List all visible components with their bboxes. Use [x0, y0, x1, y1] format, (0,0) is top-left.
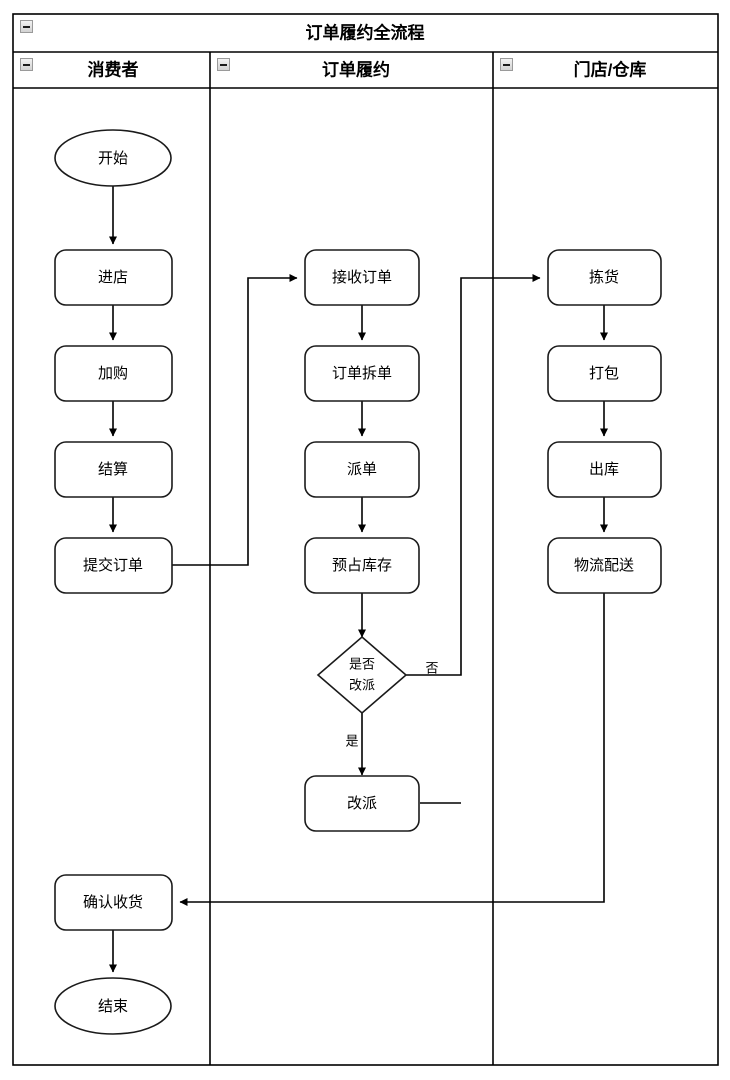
node-pack[interactable] [547, 345, 662, 402]
node-redispatch-decision-label-line1: 是否 [349, 656, 375, 671]
node-delivery[interactable] [547, 537, 662, 594]
node-enter-store-label: 进店 [98, 269, 128, 286]
node-start[interactable] [54, 129, 172, 187]
lane-title-fulfillment: 订单履约 [322, 59, 390, 79]
node-checkout-label: 结算 [98, 460, 128, 478]
node-start-label: 开始 [98, 150, 128, 167]
edge-decision-no-to-pick [406, 274, 541, 676]
edge-submit-order-to-receive-order [172, 274, 298, 566]
pool-title: 订单履约全流程 [306, 22, 425, 42]
pool-frame [12, 13, 719, 1066]
node-split-order-label: 订单拆单 [332, 365, 392, 382]
lane-collapse-icon-consumer[interactable] [20, 58, 33, 71]
node-delivery-label: 物流配送 [574, 557, 634, 574]
node-redispatch-decision[interactable] [316, 635, 408, 715]
lane-title-consumer: 消费者 [88, 59, 139, 79]
node-add-cart-label: 加购 [98, 365, 128, 382]
edge-label-decision-no: 否 [425, 660, 438, 675]
node-pick-label: 拣货 [589, 269, 619, 286]
node-receive-order[interactable] [304, 249, 420, 306]
node-end[interactable] [54, 977, 172, 1035]
node-dispatch[interactable] [304, 441, 420, 498]
node-submit-order[interactable] [54, 537, 173, 594]
node-receive-order-label: 接收订单 [332, 269, 392, 286]
pool-collapse-icon[interactable] [20, 20, 33, 33]
node-reserve-stock-label: 预占库存 [332, 557, 392, 574]
node-outbound-label: 出库 [589, 461, 619, 478]
node-outbound[interactable] [547, 441, 662, 498]
lane-collapse-icon-fulfillment[interactable] [217, 58, 230, 71]
node-reserve-stock[interactable] [304, 537, 420, 594]
node-redispatch-decision-label-line2: 改派 [349, 677, 375, 692]
node-enter-store[interactable] [54, 249, 173, 306]
node-confirm-receipt-label: 确认收货 [83, 894, 143, 911]
node-pack-label: 打包 [589, 365, 619, 382]
node-submit-order-label: 提交订单 [83, 556, 143, 574]
edge-delivery-to-confirm-receipt [179, 593, 605, 906]
node-redispatch[interactable] [304, 775, 420, 832]
node-dispatch-label: 派单 [347, 461, 377, 478]
node-redispatch-label: 改派 [347, 795, 377, 812]
node-end-label: 结束 [98, 998, 128, 1015]
node-split-order[interactable] [304, 345, 420, 402]
node-add-cart[interactable] [54, 345, 173, 402]
node-confirm-receipt[interactable] [54, 874, 173, 931]
lane-collapse-icon-store-warehouse[interactable] [500, 58, 513, 71]
edge-label-decision-yes: 是 [345, 733, 358, 748]
node-pick[interactable] [547, 249, 662, 306]
lane-title-store-warehouse: 门店/仓库 [574, 59, 647, 79]
node-checkout[interactable] [54, 441, 173, 498]
